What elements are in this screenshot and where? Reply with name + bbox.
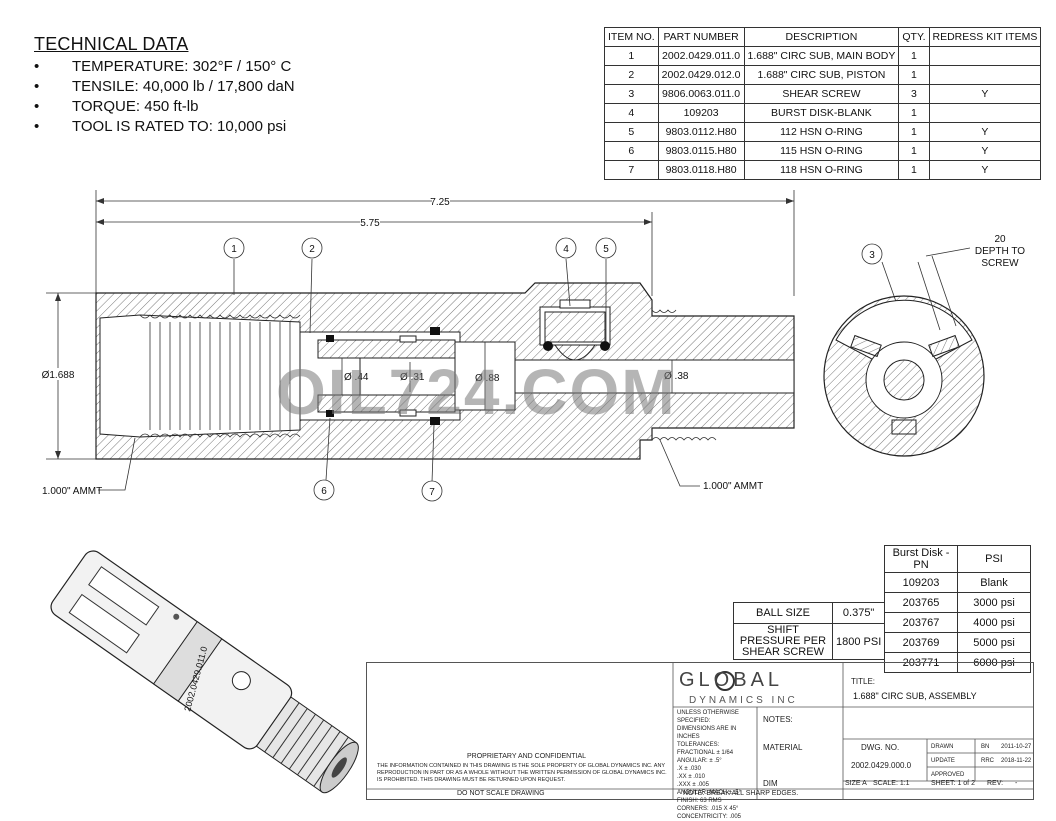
- depth-label-2: SCREW: [981, 258, 1019, 269]
- tech-item: •TOOL IS RATED TO: 10,000 psi: [34, 118, 287, 135]
- balloon-5-label: 5: [603, 244, 609, 255]
- depth-label-1: DEPTH TO: [975, 246, 1025, 257]
- cross-section-view: [823, 247, 985, 457]
- ammt-right: 1.000" AMMT: [703, 481, 763, 492]
- col-redress: REDRESS KIT ITEMS: [928, 27, 1042, 47]
- drawing-number: 2002.0429.000.0: [851, 761, 912, 770]
- company-logo: GLOBAL: [679, 669, 784, 691]
- balloon-4: [555, 237, 577, 259]
- dim-d88: Ø .88: [475, 373, 500, 384]
- col-description: DESCRIPTION: [743, 27, 900, 47]
- company-logo-sub: DYNAMICS INC: [689, 695, 798, 706]
- depth-dim: 20: [994, 234, 1006, 245]
- table-header-row: ITEM NO. PART NUMBER DESCRIPTION QTY. RE…: [604, 27, 1042, 47]
- dim-partial-label: 5.75: [360, 218, 380, 229]
- balloon-4-label: 4: [563, 244, 569, 255]
- technical-data-title: TECHNICAL DATA: [34, 34, 189, 54]
- dim-d31: Ø .31: [400, 372, 425, 383]
- no-scale-note: DO NOT SCALE DRAWING: [457, 790, 545, 797]
- bill-of-materials-table: ITEM NO. PART NUMBER DESCRIPTION QTY. RE…: [604, 27, 1042, 180]
- technical-data: TECHNICAL DATA •TEMPERATURE: 302°F / 150…: [34, 34, 454, 137]
- tech-item: •TORQUE: 450 ft-lb: [34, 98, 199, 115]
- tolerance-notes: UNLESS OTHERWISE SPECIFIED:DIMENSIONS AR…: [677, 710, 742, 820]
- balloon-3: [861, 243, 883, 265]
- balloon-7-label: 7: [429, 487, 435, 498]
- balloon-3-label: 3: [869, 250, 875, 261]
- tech-item: •TEMPERATURE: 302°F / 150° C: [34, 58, 292, 75]
- tech-item: •TENSILE: 40,000 lb / 17,800 daN: [34, 78, 295, 95]
- sub-body-section: [95, 282, 795, 460]
- balloon-1-label: 1: [231, 244, 237, 255]
- proprietary-text: THE INFORMATION CONTAINED IN THIS DRAWIN…: [377, 763, 667, 783]
- ammt-left: 1.000" AMMT: [42, 486, 102, 497]
- balloon-1: [223, 237, 245, 259]
- proprietary-title: PROPRIETARY AND CONFIDENTIAL: [467, 753, 587, 760]
- watermark: OIL724.COM: [276, 356, 677, 428]
- balloon-6: [313, 479, 335, 501]
- sharp-edges-note: NOTE: BREAK ALL SHARP EDGES.: [683, 790, 799, 797]
- title-block: GLOBAL DYNAMICS INC TITLE: 1.688" CIRC S…: [366, 662, 1034, 820]
- balloon-7: [421, 480, 443, 502]
- col-part-number: PART NUMBER: [657, 27, 745, 47]
- drawing-title: 1.688" CIRC SUB, ASSEMBLY: [853, 691, 977, 701]
- isometric-view: [50, 550, 359, 794]
- balloon-2: [301, 237, 323, 259]
- dim-d44: Ø .44: [344, 372, 369, 383]
- balloon-6-label: 6: [321, 486, 327, 497]
- balloon-5: [595, 237, 617, 259]
- dim-od: Ø1.688: [42, 370, 75, 381]
- dim-overall-label: 7.25: [430, 197, 450, 208]
- dim-d38: Ø .38: [664, 371, 689, 382]
- balloon-2-label: 2: [309, 244, 315, 255]
